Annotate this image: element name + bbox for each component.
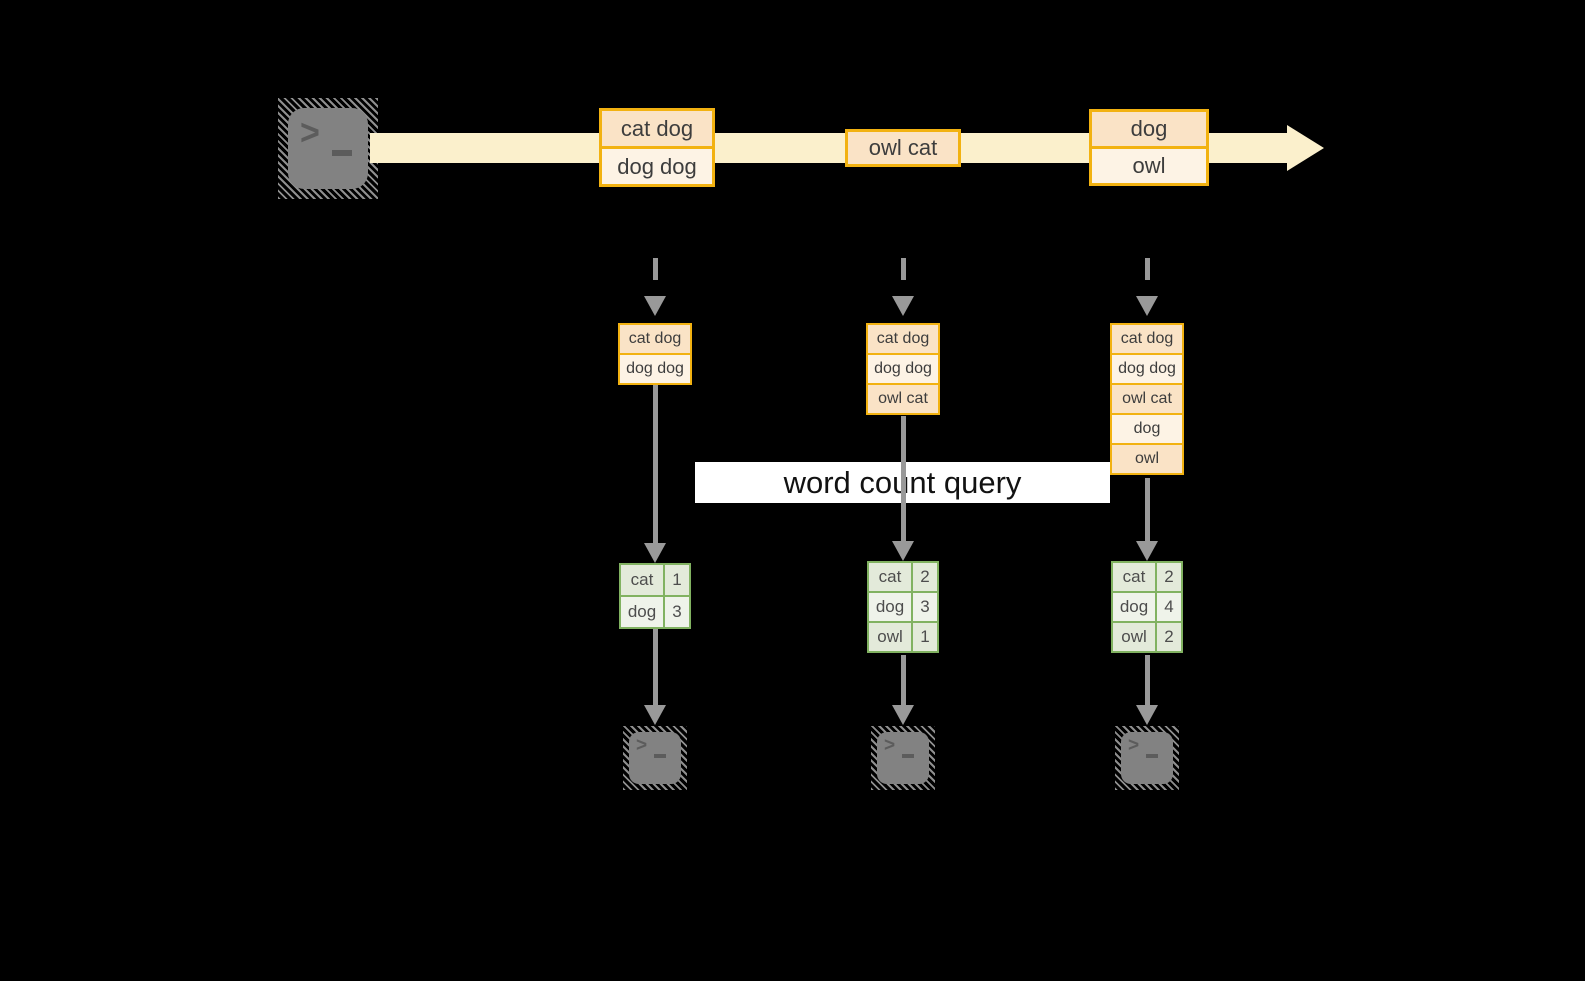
arrowhead-icon xyxy=(1136,705,1158,725)
arrowhead-icon xyxy=(1136,296,1158,316)
flow-arrow xyxy=(901,416,906,541)
message-buffer-3: cat dog dog dog owl cat dog owl xyxy=(1110,323,1184,475)
dashed-arrow xyxy=(901,258,906,280)
count-row: cat 2 xyxy=(869,563,937,593)
producer-terminal-icon: > xyxy=(278,98,378,199)
count-row: cat 1 xyxy=(621,565,689,597)
arrowhead-icon xyxy=(644,296,666,316)
count-table-1: cat 1 dog 3 xyxy=(619,563,691,629)
count-cell: 3 xyxy=(672,602,682,621)
word-cell: dog xyxy=(1113,593,1157,621)
word-cell: cat xyxy=(869,563,913,591)
stream-message: dog dog xyxy=(602,149,712,184)
stream-message: owl xyxy=(1092,149,1206,183)
count-row: dog 4 xyxy=(1113,593,1181,623)
buffered-message: cat dog xyxy=(868,325,938,355)
terminal-cursor-icon xyxy=(1146,754,1158,758)
arrowhead-icon xyxy=(1136,541,1158,561)
terminal-screen: > xyxy=(629,732,681,784)
buffered-message: dog dog xyxy=(1112,355,1182,385)
terminal-prompt-icon: > xyxy=(1128,735,1140,756)
dashed-arrow xyxy=(653,258,658,280)
count-row: cat 2 xyxy=(1113,563,1181,593)
consumer-terminal-icon: > xyxy=(623,726,687,790)
terminal-cursor-icon xyxy=(654,754,666,758)
buffered-message: owl cat xyxy=(1112,385,1182,415)
terminal-cursor-icon xyxy=(902,754,914,758)
stream-message: cat dog xyxy=(602,111,712,149)
buffered-message: dog dog xyxy=(620,355,690,383)
stream-message: owl cat xyxy=(848,132,958,164)
word-cell: cat xyxy=(621,565,665,595)
word-cell: dog xyxy=(869,593,913,621)
buffered-message: owl cat xyxy=(868,385,938,413)
message-buffer-1: cat dog dog dog xyxy=(618,323,692,385)
buffered-message: dog dog xyxy=(868,355,938,385)
terminal-cursor-icon xyxy=(332,150,352,156)
count-row: owl 2 xyxy=(1113,623,1181,651)
terminal-screen: > xyxy=(1121,732,1173,784)
buffered-message: owl xyxy=(1112,445,1182,473)
count-row: dog 3 xyxy=(621,597,689,627)
arrowhead-icon xyxy=(892,705,914,725)
dashed-arrow xyxy=(1145,258,1150,280)
arrowhead-icon xyxy=(892,541,914,561)
arrowhead-icon xyxy=(644,543,666,563)
terminal-prompt-icon: > xyxy=(884,735,896,756)
count-row: owl 1 xyxy=(869,623,937,651)
flow-arrow xyxy=(653,385,658,543)
stream-message-group-1: cat dog dog dog xyxy=(599,108,715,187)
buffered-message: dog xyxy=(1112,415,1182,445)
word-cell: owl xyxy=(869,623,913,651)
count-cell: 3 xyxy=(920,597,930,616)
terminal-screen: > xyxy=(877,732,929,784)
count-cell: 2 xyxy=(1164,627,1174,646)
terminal-prompt-icon: > xyxy=(636,735,648,756)
count-cell: 1 xyxy=(920,627,930,646)
arrowhead-icon xyxy=(892,296,914,316)
stream-message: dog xyxy=(1092,112,1206,149)
buffered-message: cat dog xyxy=(620,325,690,355)
terminal-prompt-icon: > xyxy=(300,113,320,153)
consumer-terminal-icon: > xyxy=(1115,726,1179,790)
stream-message-group-2: owl cat xyxy=(845,129,961,167)
count-table-2: cat 2 dog 3 owl 1 xyxy=(867,561,939,653)
flow-arrow xyxy=(653,629,658,705)
buffered-message: cat dog xyxy=(1112,325,1182,355)
arrowhead-icon xyxy=(644,705,666,725)
stream-message-group-3: dog owl xyxy=(1089,109,1209,186)
message-buffer-2: cat dog dog dog owl cat xyxy=(866,323,940,415)
count-cell: 4 xyxy=(1164,597,1174,616)
count-cell: 2 xyxy=(920,567,930,586)
word-cell: owl xyxy=(1113,623,1157,651)
word-cell: dog xyxy=(621,597,665,627)
count-cell: 2 xyxy=(1164,567,1174,586)
flow-arrow xyxy=(901,655,906,705)
consumer-terminal-icon: > xyxy=(871,726,935,790)
flow-arrow xyxy=(1145,478,1150,541)
count-row: dog 3 xyxy=(869,593,937,623)
word-cell: cat xyxy=(1113,563,1157,591)
terminal-screen: > xyxy=(288,108,368,189)
count-cell: 1 xyxy=(672,570,682,589)
flow-arrow xyxy=(1145,655,1150,705)
stream-arrowhead-icon xyxy=(1287,125,1324,171)
count-table-3: cat 2 dog 4 owl 2 xyxy=(1111,561,1183,653)
